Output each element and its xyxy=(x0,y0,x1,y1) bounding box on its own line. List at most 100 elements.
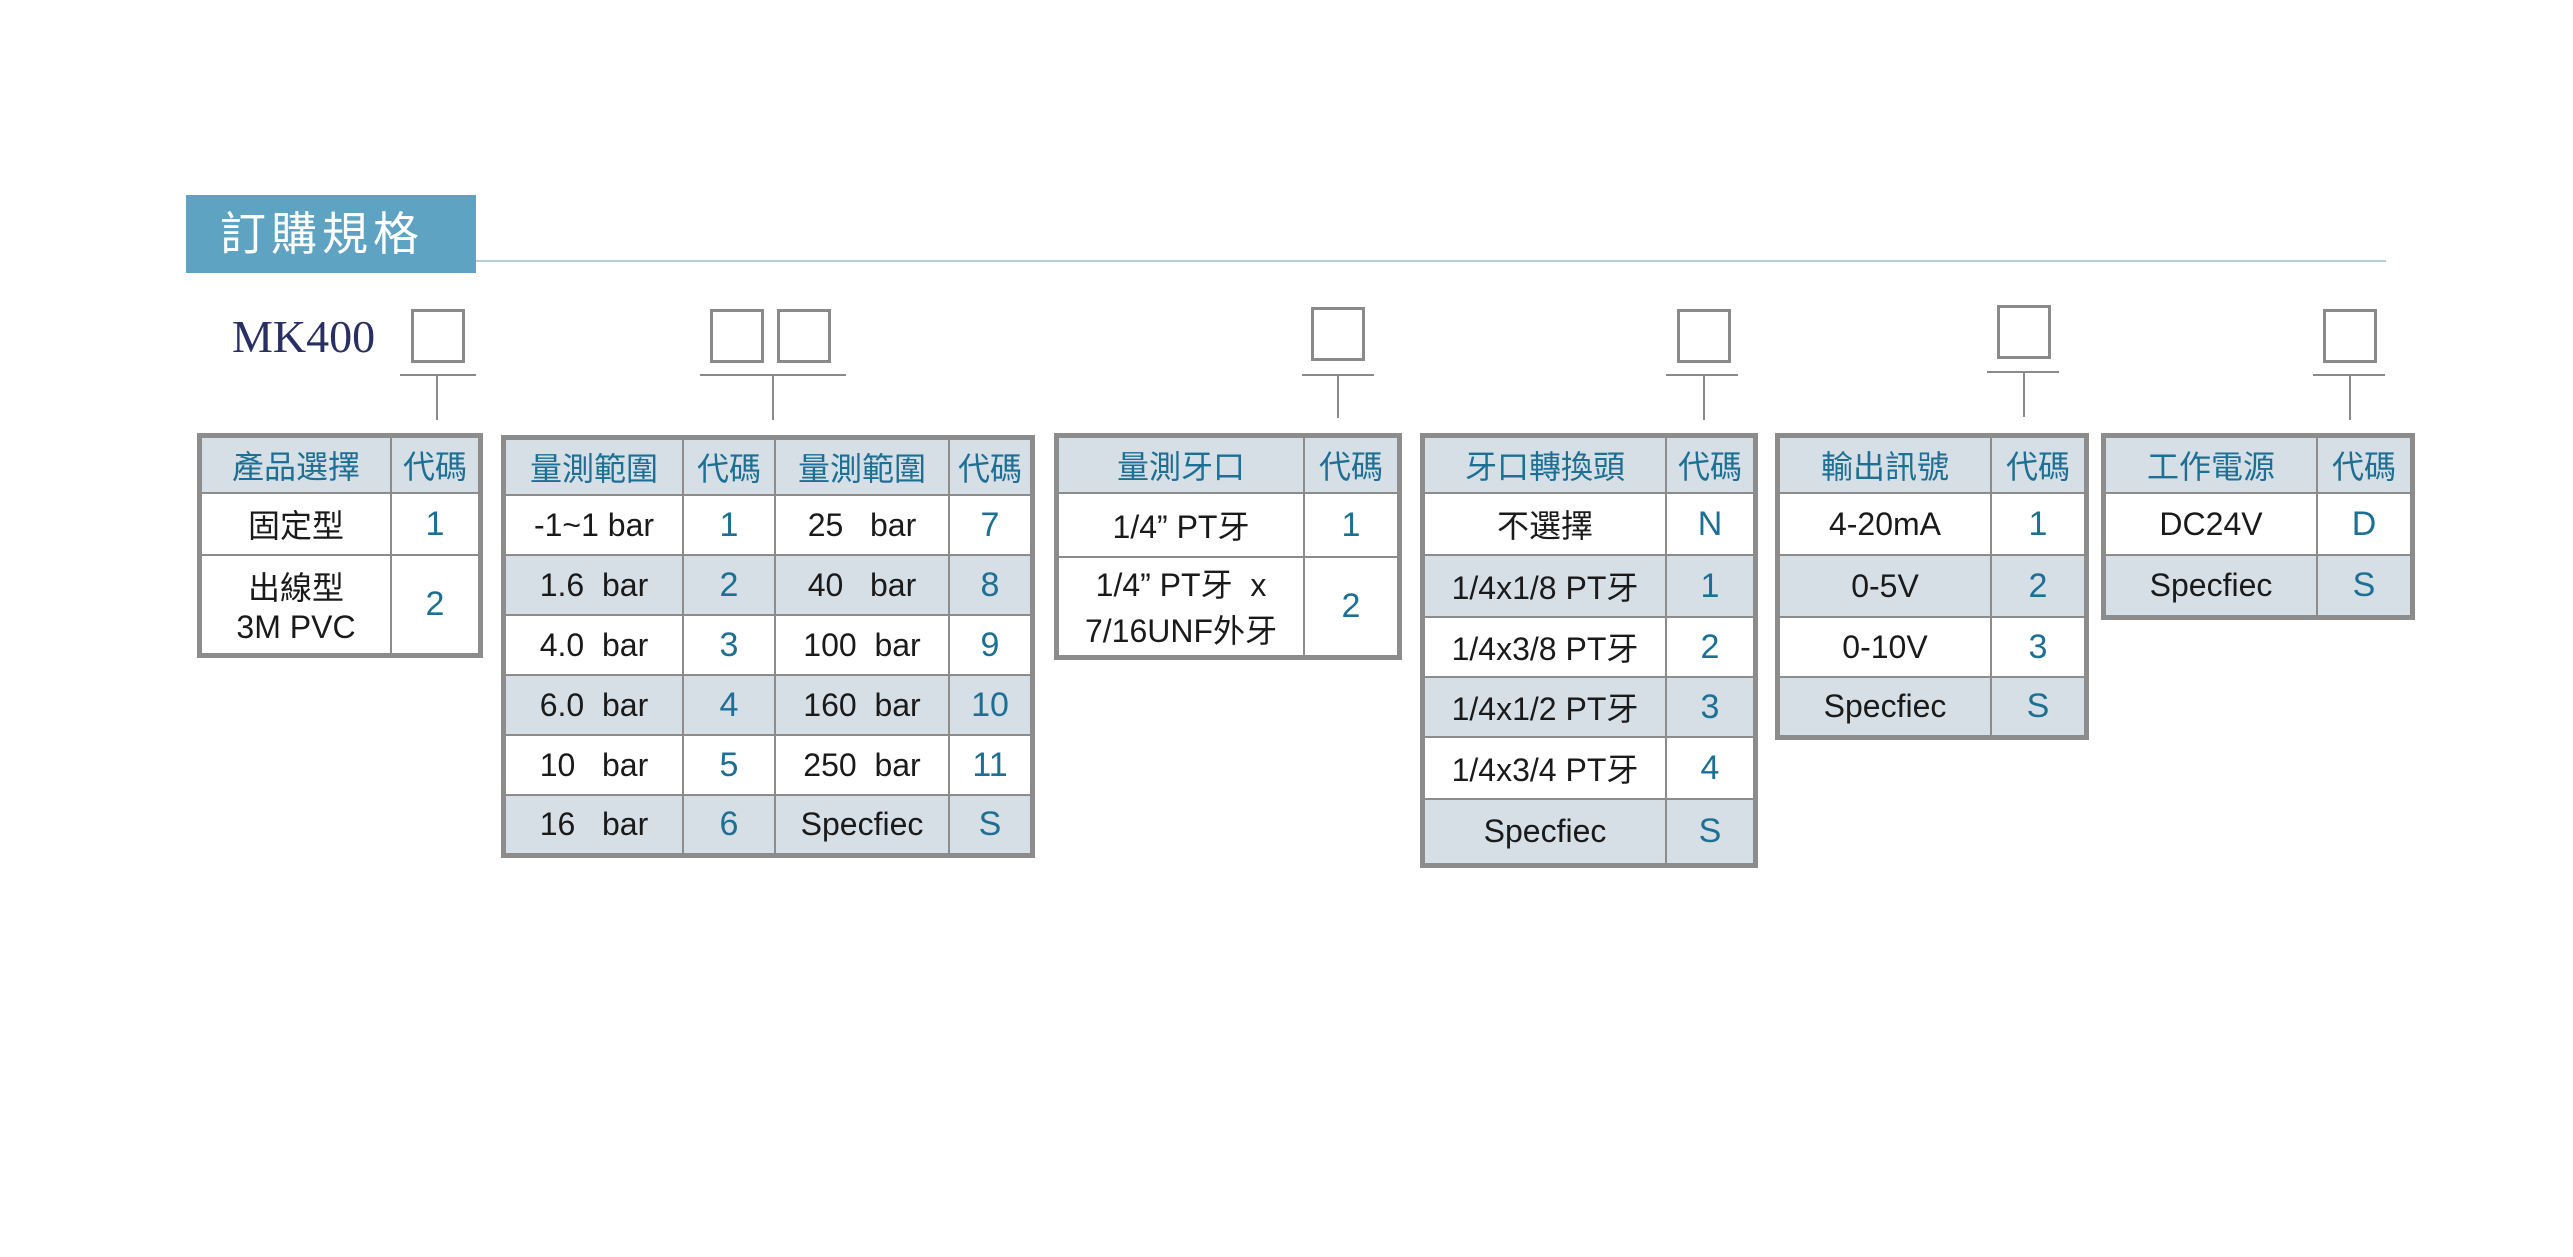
option-label: 出線型 3M PVC xyxy=(198,554,392,656)
option-code: S xyxy=(1990,676,2088,738)
table-row: 0-10V 3 xyxy=(1776,616,2088,678)
option-label: Specfiec xyxy=(1421,798,1667,866)
option-code: D xyxy=(2316,492,2414,556)
table-row: Specfiec S xyxy=(1776,676,2088,738)
slot-connector-h xyxy=(400,374,476,376)
option-code: 2 xyxy=(390,554,482,656)
table-row: 出線型 3M PVC 2 xyxy=(198,554,482,656)
option-label: 1/4” PT牙 xyxy=(1055,492,1305,558)
code-header: 代碼 xyxy=(1303,434,1401,494)
option-code: 3 xyxy=(1990,616,2088,678)
range-value: 40 bar xyxy=(774,554,950,616)
product-table: 產品選擇 代碼 固定型 1 出線型 3M PVC 2 xyxy=(197,433,483,658)
option-label: 1/4x1/8 PT牙 xyxy=(1421,554,1667,618)
slot-connector-v xyxy=(1337,374,1339,418)
section-title: 訂購規格 xyxy=(186,195,476,273)
code-slot-thread xyxy=(1311,307,1365,361)
range-code: 11 xyxy=(948,734,1034,796)
range-code: 9 xyxy=(948,614,1034,676)
code-slot-adapter xyxy=(1677,309,1731,363)
slot-connector-v xyxy=(772,374,774,420)
option-code: 3 xyxy=(1665,676,1757,738)
slot-connector-v xyxy=(436,374,438,420)
option-label: 1/4x1/2 PT牙 xyxy=(1421,676,1667,738)
slot-connector-v xyxy=(1703,374,1705,420)
product-header: 產品選擇 xyxy=(198,434,392,494)
table-row: 固定型 1 xyxy=(198,492,482,556)
section-divider xyxy=(476,260,2386,262)
range-value: 160 bar xyxy=(774,674,950,736)
table-row: DC24V D xyxy=(2102,492,2414,556)
range-value: Specfiec xyxy=(774,794,950,856)
range-code: 4 xyxy=(682,674,776,736)
table-row: 1.6 bar 2 40 bar 8 xyxy=(502,554,1034,616)
option-label: 0-10V xyxy=(1776,616,1992,678)
range-code: 8 xyxy=(948,554,1034,616)
range-code: 2 xyxy=(682,554,776,616)
option-code: S xyxy=(2316,554,2414,618)
table-row: 1/4x1/2 PT牙 3 xyxy=(1421,676,1757,738)
option-label: 1/4x3/8 PT牙 xyxy=(1421,616,1667,678)
table-row: 1/4” PT牙 1 xyxy=(1055,492,1401,558)
range-header: 量測範圍 xyxy=(502,436,684,496)
range-code: 5 xyxy=(682,734,776,796)
code-slot-output xyxy=(1997,305,2051,359)
slot-connector-h xyxy=(1666,374,1738,376)
code-slot-range-1 xyxy=(710,309,764,363)
option-label-line: 1/4” PT牙 x xyxy=(1095,567,1267,604)
option-label: 0-5V xyxy=(1776,554,1992,618)
option-label: 4-20mA xyxy=(1776,492,1992,556)
option-label: 不選擇 xyxy=(1421,492,1667,556)
option-label: Specfiec xyxy=(1776,676,1992,738)
option-code: 2 xyxy=(1665,616,1757,678)
power-header: 工作電源 xyxy=(2102,434,2318,494)
option-label-line: 7/16UNF外牙 xyxy=(1084,613,1278,650)
range-value: 250 bar xyxy=(774,734,950,796)
output-header: 輸出訊號 xyxy=(1776,434,1992,494)
range-code: 3 xyxy=(682,614,776,676)
range-code: 10 xyxy=(948,674,1034,736)
output-table: 輸出訊號 代碼 4-20mA 1 0-5V 2 0-10V 3 Specfiec… xyxy=(1775,433,2089,740)
option-code: 2 xyxy=(1990,554,2088,618)
model-name: MK400 xyxy=(232,311,376,362)
code-header: 代碼 xyxy=(2316,434,2414,494)
range-code: 6 xyxy=(682,794,776,856)
table-row: 不選擇 N xyxy=(1421,492,1757,556)
table-row: 16 bar 6 Specfiec S xyxy=(502,794,1034,856)
slot-connector-v xyxy=(2349,374,2351,420)
range-code: S xyxy=(948,794,1034,856)
table-row: 4-20mA 1 xyxy=(1776,492,2088,556)
table-row: Specfiec S xyxy=(1421,798,1757,866)
code-header: 代碼 xyxy=(1665,434,1757,494)
range-value: 100 bar xyxy=(774,614,950,676)
option-code: 1 xyxy=(1665,554,1757,618)
option-label-line: 出線型 xyxy=(247,569,344,606)
range-value: 25 bar xyxy=(774,494,950,556)
code-header: 代碼 xyxy=(1990,434,2088,494)
table-row: -1~1 bar 1 25 bar 7 xyxy=(502,494,1034,556)
table-row: 0-5V 2 xyxy=(1776,554,2088,618)
range-value: -1~1 bar xyxy=(502,494,684,556)
option-code: 4 xyxy=(1665,736,1757,800)
option-code: N xyxy=(1665,492,1757,556)
option-label: 1/4x3/4 PT牙 xyxy=(1421,736,1667,800)
table-row: 1/4x1/8 PT牙 1 xyxy=(1421,554,1757,618)
range-value: 6.0 bar xyxy=(502,674,684,736)
code-slot-power xyxy=(2323,309,2377,363)
option-label: Specfiec xyxy=(2102,554,2318,618)
table-row: 6.0 bar 4 160 bar 10 xyxy=(502,674,1034,736)
code-header: 代碼 xyxy=(948,436,1034,496)
range-value: 4.0 bar xyxy=(502,614,684,676)
code-header: 代碼 xyxy=(682,436,776,496)
option-code: 1 xyxy=(1990,492,2088,556)
table-row: 1/4x3/8 PT牙 2 xyxy=(1421,616,1757,678)
range-code: 1 xyxy=(682,494,776,556)
option-code: 2 xyxy=(1303,556,1401,658)
table-row: 1/4x3/4 PT牙 4 xyxy=(1421,736,1757,800)
power-table: 工作電源 代碼 DC24V D Specfiec S xyxy=(2101,433,2415,620)
table-row: 4.0 bar 3 100 bar 9 xyxy=(502,614,1034,676)
option-code: S xyxy=(1665,798,1757,866)
range-value: 10 bar xyxy=(502,734,684,796)
option-label-line: 3M PVC xyxy=(236,608,356,645)
thread-header: 量測牙口 xyxy=(1055,434,1305,494)
